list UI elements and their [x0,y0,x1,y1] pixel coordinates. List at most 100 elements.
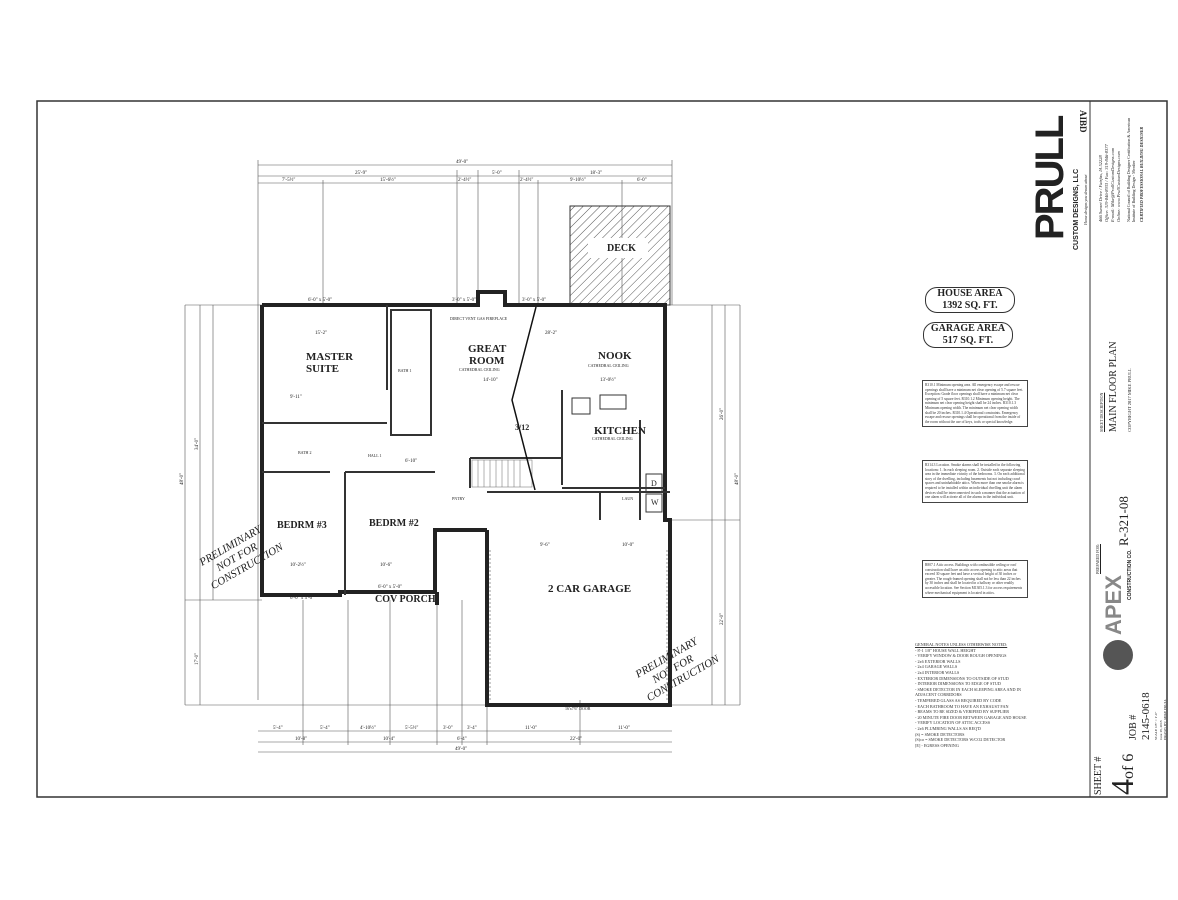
room-labels: MASTER SUITE GREAT ROOM NOOK KITCHEN BED… [277,243,646,605]
room-great: GREAT [468,343,507,355]
general-note-item: - 2x4 INTERIOR WALLS [915,669,960,675]
washer-label: W [651,498,659,507]
dim-text: 9'-11" [290,395,302,400]
bath1-label: BATH 1 [398,368,411,373]
dim-text: 3'-0" [443,726,453,731]
dim-text: 7'-5½" [282,178,295,183]
job-number: 2145-0618 [1140,692,1152,740]
general-note-item: - EACH BATHROOM TO HAVE AN EXHAUST FAN [915,703,1009,709]
nook-ceiling: CATHEDRAL CEILING [588,363,629,368]
garage-area-value: 517 SQ. FT. [942,335,994,346]
room-deck: DECK [607,243,636,254]
general-note-item: - 2x4 GARAGE WALLS [915,664,958,670]
company-logo: PRULL [1028,116,1072,240]
room-great-2: ROOM [469,355,505,367]
garage-area-label: GARAGE AREA [930,323,1006,334]
dim-text: 17'-0" [195,653,200,665]
ridge-line [511,306,537,491]
general-note-item: - INTERIOR DIMENSIONS TO EDGE OF STUD [915,681,1001,687]
bath2-label: BATH 2 [298,450,311,455]
dim-text: 5'-5½" [405,726,418,731]
job-label: JOB # [1128,714,1139,740]
hall-label: HALL 1 [368,453,382,458]
sheet-description: MAIN FLOOR PLAN [1108,341,1119,432]
kitchen-sink [571,397,591,415]
sheet-index: 4 [1104,779,1140,795]
company-subtitle: CUSTOM DESIGNS, LLC [1073,168,1080,250]
great-ceiling: CATHEDRAL CEILING [459,367,500,372]
dim-text: 5'-0" [492,171,502,176]
washer [645,493,663,513]
prepared-for-label: PREPARED FOR: [1095,544,1100,574]
island [599,394,627,410]
room-porch: COV PORCH [375,594,436,605]
dim-text: 6'-4" [457,737,467,742]
dim-text: 6'-10" [405,459,417,464]
sheet-description-label: SHEET DESCRIPTION [1099,392,1104,432]
dim-text: 10'-2½" [290,563,306,568]
dryer-label: D [651,479,657,488]
general-notes: GENERAL NOTES UNLESS OTHERWISE NOTED: - … [915,642,1035,748]
general-note-item: - SMOKE DETECTOR IN EACH SLEEPING AREA A… [915,686,1022,698]
dim-text: 34'-0" [195,438,200,450]
dim-text: 10'-8" [295,737,307,742]
dim-text: 10'-6" [380,563,392,568]
general-note-item: (S)co = SMOKE DETECTORS W/CO2 DETECTOR [915,737,1006,743]
general-note-item: - 2x6 PLUMBING WALLS AS REQ'D [915,725,981,731]
dimension-lines [184,160,741,753]
dim-text: 22'-0" [720,613,725,625]
dim-text: 6'-0" [637,178,647,183]
dim-text: 11'-0" [525,726,537,731]
egress-code-note: R310.1 Minimum opening area. All emergen… [922,380,1028,428]
general-notes-title: GENERAL NOTES UNLESS OTHERWISE NOTED: [915,642,1008,647]
laundry-label: LAUN [622,496,633,501]
room-master: MASTER [306,351,354,363]
garage-door-label: 16'x7'6" DOOR [565,706,591,711]
house-area-label: HOUSE AREA [937,288,1003,299]
preliminary-stamp: PRELIMINARY NOT FOR CONSTRUCTION [197,523,286,593]
interior-walls [262,305,670,595]
window-size: 3'-0" x 5'-0" [452,298,476,303]
window-size: 3'-0" x 5'-0" [522,298,546,303]
dim-text: 22'-0" [570,737,582,742]
window-size: 6'-0" x 5'-0" [290,596,314,601]
sheet-label: SHEET # [1093,756,1104,795]
room-nook: NOOK [598,350,632,362]
room-bedrm2: BEDRM #2 [369,518,419,529]
fireplace-label: DIRECT VENT GAS FIREPLACE [450,316,508,321]
dim-text: 26'-0" [720,408,725,420]
copyright: COPYRIGHT 2017 MIKE PRULL [1127,368,1132,432]
aibd-logo: AIBD [1078,110,1088,133]
window-size: 6'-0" x 5'-0" [308,298,332,303]
client-subtitle: CONSTRUCTION CO. [1127,549,1133,600]
window-size: 6'-0" x 5'-0" [378,585,402,590]
general-note-item: [E] - EGRESS OPENING [915,742,959,748]
certification: CERTIFIED PROFESSIONAL BUILDING DESIGNER [1139,126,1144,222]
dim-text: 25'-9" [355,171,367,176]
room-garage: 2 CAR GARAGE [548,583,631,595]
dim-text: 11'-0" [618,726,630,731]
sheet-number: 4of 6 [1104,754,1145,795]
dim-text: 3'-4" [467,726,477,731]
dim-text: 2'-4½" [458,178,471,183]
house-area-value: 1392 SQ. FT. [942,300,998,311]
drawn-by: DRAWN BY: MIKE PRULL [1163,698,1167,740]
dim-text: 9'-10½" [570,178,586,183]
general-note-item: - VERIFY WINDOW & DOOR ROUGH OPENINGS [915,653,1007,659]
room-bedrm3: BEDRM #3 [277,520,327,531]
general-note-item: - VERIFY LOCATION OF ATTIC ACCESS [915,720,991,726]
dim-text: 9'-6" [540,543,550,548]
contact-info: 466 Sunset Drive / Fairfax, IA 52228 Off… [1098,144,1122,222]
dim-text: 15'-6½" [380,178,396,183]
dim-text: 28'-2" [545,331,557,336]
stairs [471,459,533,488]
dryer [645,473,663,493]
dimension-text: 49'-0" 25'-9" 5'-0" 18'-3" 7'-5½" 15'-6½… [180,160,740,752]
preliminary-stamp: PRELIMINARY NOT FOR CONSTRUCTION [633,635,722,705]
apex-logo [1103,640,1133,670]
dim-text: 48'-0" [180,473,185,485]
